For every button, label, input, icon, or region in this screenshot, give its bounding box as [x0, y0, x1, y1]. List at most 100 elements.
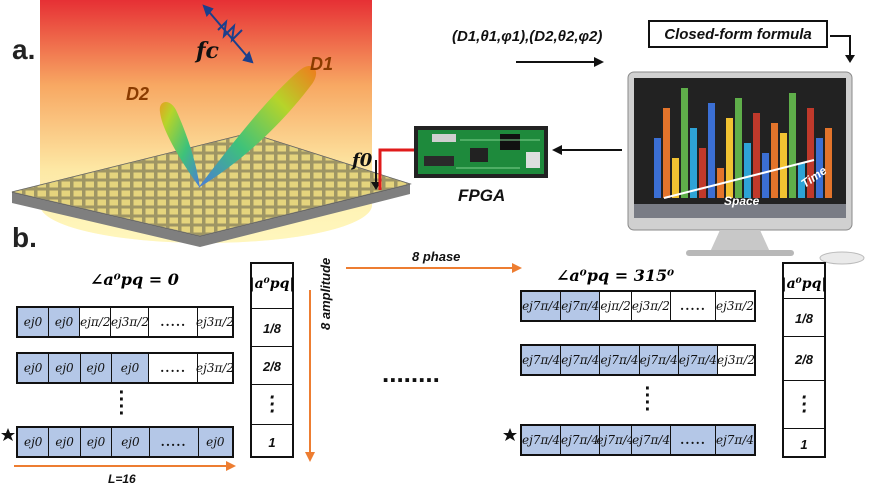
space-label: Space — [724, 194, 760, 208]
phase-cell: ejπ/2 — [80, 308, 112, 336]
f0-label: f0 — [352, 150, 373, 171]
monitor-bar — [825, 128, 832, 198]
right-amplitude-column: |a⁰pq| 1/8 2/8 ··· 1 — [782, 262, 826, 458]
params-label: (D1,θ1,φ1),(D2,θ2,φ2) — [452, 28, 603, 45]
monitor-bar — [726, 118, 733, 198]
phase-cell: ej3π/2 — [195, 315, 234, 329]
phase-cell: ej3π/2 — [632, 292, 671, 320]
amp-value: 2/8 — [784, 336, 824, 381]
phase-cell: ej3π/2 — [111, 308, 150, 336]
phase-cell: ej7π/4 — [522, 426, 562, 454]
right-angle-label: ∠a⁰pq = 315⁰ — [556, 266, 675, 285]
phase-cell: ej0 — [80, 428, 113, 456]
phase-ellipsis: ..... — [671, 426, 716, 454]
monitor-bar — [798, 163, 805, 198]
monitor-bar — [672, 158, 679, 198]
phase-cell: ej0 — [198, 428, 233, 456]
phase-arrow-label: 8 phase — [412, 249, 461, 264]
phase-cell: ej7π/4 — [632, 426, 672, 454]
amp-value: 1 — [252, 424, 292, 459]
monitor-bar — [708, 103, 715, 198]
phase-ellipsis: ..... — [149, 354, 199, 382]
amp-value: 1/8 — [784, 298, 824, 337]
phase-cell: ej7π/4 — [561, 426, 601, 454]
time-axis — [663, 159, 815, 199]
right-vertical-dots: ···· — [644, 378, 652, 421]
length-label: L=16 — [108, 472, 136, 486]
phase-cell: ej7π/4 — [639, 346, 679, 374]
metasurface — [11, 132, 412, 237]
metasurface-edge — [12, 184, 410, 247]
middle-dots: ........ — [382, 358, 440, 388]
formula-arrow — [830, 35, 851, 58]
left-angle-label: ∠a⁰pq = 0 — [90, 270, 179, 289]
amp-dots: ··· — [252, 384, 292, 425]
panel-b-label: b. — [12, 222, 37, 253]
phase-cell: ej0 — [49, 428, 81, 456]
phase-ellipsis: ..... — [149, 428, 199, 456]
monitor-bar — [744, 143, 751, 198]
amplitude-arrow-label: 8 amplitude — [318, 257, 333, 330]
monitor-bar — [789, 93, 796, 198]
monitor-bar — [807, 108, 814, 198]
right-amplitude-header: |a⁰pq| — [781, 276, 827, 292]
monitor-bar — [681, 88, 688, 198]
d2-label: D2 — [126, 84, 150, 104]
phase-cell: ej0 — [112, 428, 150, 456]
phase-cell: ej7π/4 — [716, 426, 754, 454]
fpga-label: FPGA — [458, 186, 506, 205]
phase-cell: ej0 — [111, 354, 150, 382]
phase-cell: ej0 — [49, 308, 81, 336]
left-vertical-dots: ···· — [118, 382, 126, 425]
monitor-bar — [771, 123, 778, 198]
phase-cell: ej7π/4 — [600, 346, 640, 374]
phase-cell: ej7π/4 — [522, 346, 562, 374]
phase-cell: ej7π/4 — [561, 292, 601, 320]
monitor-bar — [762, 153, 769, 198]
fc-wave-icon — [202, 4, 254, 64]
panel-a-label: a. — [12, 34, 36, 65]
phase-cell: ej7π/4 — [561, 346, 601, 374]
monitor-bar — [735, 98, 742, 198]
phase-cell: ej0 — [49, 354, 81, 382]
monitor-bar — [780, 133, 787, 198]
phase-cell: ej3π/2 — [196, 361, 235, 375]
monitor-bar — [753, 113, 760, 198]
formula-box: Closed-form formula — [648, 20, 828, 48]
amp-value: 2/8 — [252, 346, 292, 385]
monitor-chart — [654, 88, 832, 199]
d1-label: D1 — [310, 54, 334, 74]
monitor-bar — [663, 108, 670, 198]
phase-cell: ej0 — [18, 354, 50, 382]
monitor-bar — [816, 138, 823, 198]
phase-cell: ej7π/4 — [597, 426, 635, 454]
monitor-bar — [654, 138, 661, 198]
cable — [378, 148, 416, 190]
phase-cell: ej3π/2 — [716, 299, 755, 313]
monitor-bar — [699, 148, 706, 198]
phase-cell: ej0 — [18, 308, 50, 336]
beam-d2 — [159, 101, 200, 188]
phase-ellipsis: ..... — [149, 308, 198, 336]
amp-value: 1 — [784, 428, 824, 459]
phase-cell: ej0 — [80, 354, 112, 382]
phase-cell: ej3π/2 — [717, 353, 756, 367]
phase-ellipsis: ..... — [671, 292, 717, 320]
fc-label: fc — [196, 38, 219, 64]
monitor-bar — [690, 128, 697, 198]
phase-cell: ej7π/4 — [678, 346, 719, 374]
amp-value: 1/8 — [252, 308, 292, 347]
phase-cell: ej7π/4 — [522, 292, 562, 320]
fpga-board — [414, 126, 548, 178]
phase-cell: ejπ/2 — [600, 292, 632, 320]
phase-cell: ej0 — [18, 428, 50, 456]
amp-dots: ··· — [784, 380, 824, 429]
formula-label: Closed-form formula — [664, 25, 812, 43]
left-amplitude-header: |a⁰pq| — [249, 276, 295, 292]
